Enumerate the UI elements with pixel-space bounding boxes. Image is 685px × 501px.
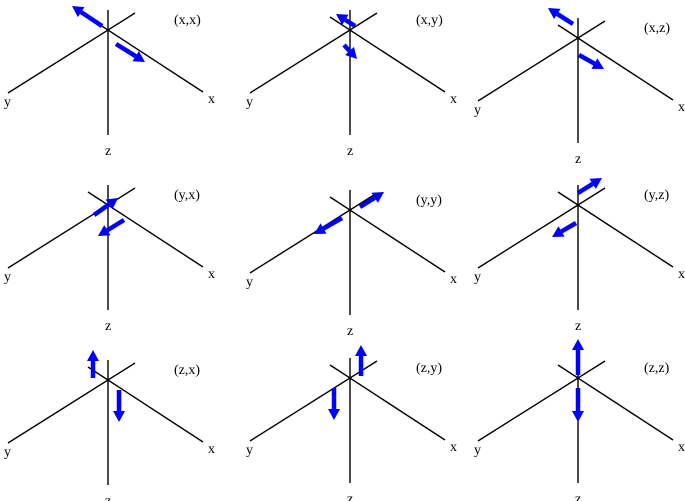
z-axis-label: z — [105, 144, 111, 159]
x-axis-line — [557, 191, 674, 268]
x-axis-line — [87, 366, 204, 443]
vector-arrow-up — [87, 350, 99, 378]
y-axis-line — [249, 192, 378, 274]
x-axis-line — [329, 196, 446, 273]
y-axis-label: y — [4, 445, 11, 460]
y-axis-line — [477, 360, 606, 442]
panel: x y z (y,x) — [4, 185, 215, 334]
x-axis-line — [87, 16, 204, 93]
z-axis-label: z — [575, 152, 581, 167]
z-axis-label: z — [575, 319, 581, 334]
y-axis-label: y — [246, 95, 253, 110]
panel: x y z (x,x) — [4, 6, 215, 159]
z-axis-label: z — [347, 144, 353, 159]
vector-arrow-down — [572, 388, 584, 422]
x-axis-line — [329, 364, 446, 441]
x-axis-label: x — [450, 92, 457, 107]
z-axis-label: z — [105, 494, 111, 501]
panel-label: (z,z) — [644, 361, 670, 376]
panel: x y z (z,y) — [246, 345, 457, 501]
y-axis-line — [7, 12, 136, 94]
z-axis-label: z — [105, 319, 111, 334]
vector-arrow-down — [114, 42, 145, 62]
panel-label: (y,x) — [174, 188, 200, 203]
panel-label: (x,y) — [416, 13, 443, 28]
z-axis-label: z — [575, 492, 581, 501]
vector-arrow-up — [336, 14, 357, 28]
y-axis-label: y — [474, 103, 481, 118]
y-axis-line — [7, 362, 136, 444]
x-axis-line — [557, 364, 674, 441]
panel: x y z (y,z) — [474, 178, 685, 334]
panel: x y z (x,y) — [246, 10, 457, 159]
x-axis-label: x — [678, 440, 685, 455]
y-axis-line — [477, 187, 606, 269]
y-axis-label: y — [4, 270, 11, 285]
vector-arrow-down — [314, 216, 344, 234]
y-axis-label: y — [4, 95, 11, 110]
panel-label: (z,y) — [416, 361, 442, 376]
vector-arrow-up — [355, 345, 367, 376]
y-axis-line — [477, 20, 606, 102]
vector-arrow-up — [72, 6, 104, 28]
vector-arrow-up — [358, 192, 384, 209]
panel-label: (x,z) — [644, 21, 670, 36]
x-axis-label: x — [450, 440, 457, 455]
x-axis-label: x — [678, 100, 685, 115]
y-axis-label: y — [246, 443, 253, 458]
z-axis-label: z — [347, 324, 353, 339]
panel-label: (y,z) — [644, 188, 669, 203]
vector-arrow-down — [577, 53, 604, 69]
panel: x y z (x,z) — [474, 8, 685, 167]
vector-arrow-up — [548, 8, 575, 26]
panel: x y z (z,x) — [4, 350, 215, 501]
x-axis-line — [329, 16, 446, 93]
x-axis-label: x — [208, 267, 215, 282]
x-axis-line — [557, 24, 674, 101]
vector-arrow-down — [113, 390, 125, 422]
x-axis-label: x — [208, 442, 215, 457]
z-axis-label: z — [347, 492, 353, 501]
vector-arrow-up — [92, 198, 118, 217]
y-axis-label: y — [474, 443, 481, 458]
panel-label: (x,x) — [174, 13, 201, 28]
vector-arrow-up — [572, 339, 584, 375]
vector-arrow-down — [328, 388, 340, 420]
x-axis-label: x — [678, 267, 685, 282]
panel-label: (z,x) — [174, 363, 200, 378]
vector-arrow-up — [576, 178, 602, 195]
vector-arrow-down — [98, 218, 126, 236]
panel: x y z (z,z) — [474, 339, 685, 501]
panel: x y z (y,y) — [246, 190, 457, 339]
x-axis-label: x — [450, 272, 457, 287]
y-axis-label: y — [246, 275, 253, 290]
y-axis-line — [249, 12, 378, 94]
panel-label: (y,y) — [416, 193, 442, 208]
y-axis-label: y — [474, 270, 481, 285]
vector-arrow-down — [552, 221, 578, 237]
x-axis-label: x — [208, 92, 215, 107]
y-axis-line — [249, 360, 378, 442]
vector-arrow-down — [342, 43, 357, 59]
